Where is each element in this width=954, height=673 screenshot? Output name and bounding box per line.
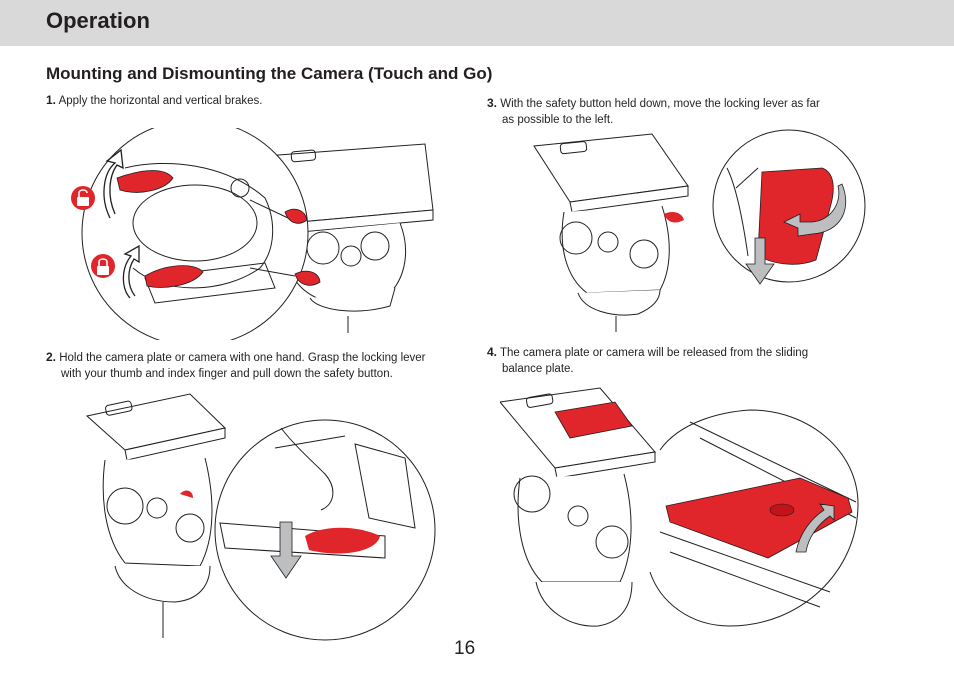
- rotate-arrow-icon: [783, 183, 846, 237]
- step-3: 3. With the safety button held down, mov…: [487, 95, 832, 128]
- page-title: Operation: [46, 8, 150, 33]
- step-3-illustration: [533, 129, 866, 332]
- step-4-illustration: [500, 387, 859, 627]
- page-number: 16: [454, 638, 476, 659]
- step-number: 3.: [487, 96, 498, 110]
- step-text: With the safety button held down, move t…: [500, 98, 820, 126]
- step-4: 4. The camera plate or camera will be re…: [487, 344, 832, 377]
- header-bar: [0, 0, 954, 46]
- up-arrow-icon: [795, 503, 835, 553]
- step-number: 2.: [46, 350, 57, 364]
- step-2: 2. Hold the camera plate or camera with …: [46, 349, 446, 382]
- step-text: Apply the horizontal and vertical brakes…: [58, 95, 263, 107]
- section-subtitle: Mounting and Dismounting the Camera (Tou…: [46, 64, 493, 83]
- step-number: 1.: [46, 93, 57, 107]
- step-text: Hold the camera plate or camera with one…: [59, 352, 426, 380]
- down-arrow-icon: [270, 521, 302, 579]
- unlocked-padlock-icon: [71, 186, 95, 210]
- step-2-illustration: [85, 393, 436, 641]
- step-text: The camera plate or camera will be relea…: [500, 347, 809, 375]
- down-arrow-icon: [745, 237, 775, 285]
- locked-padlock-icon: [91, 254, 115, 278]
- step-1: 1. Apply the horizontal and vertical bra…: [46, 92, 446, 109]
- step-1-illustration: [71, 128, 434, 340]
- step-number: 4.: [487, 345, 498, 359]
